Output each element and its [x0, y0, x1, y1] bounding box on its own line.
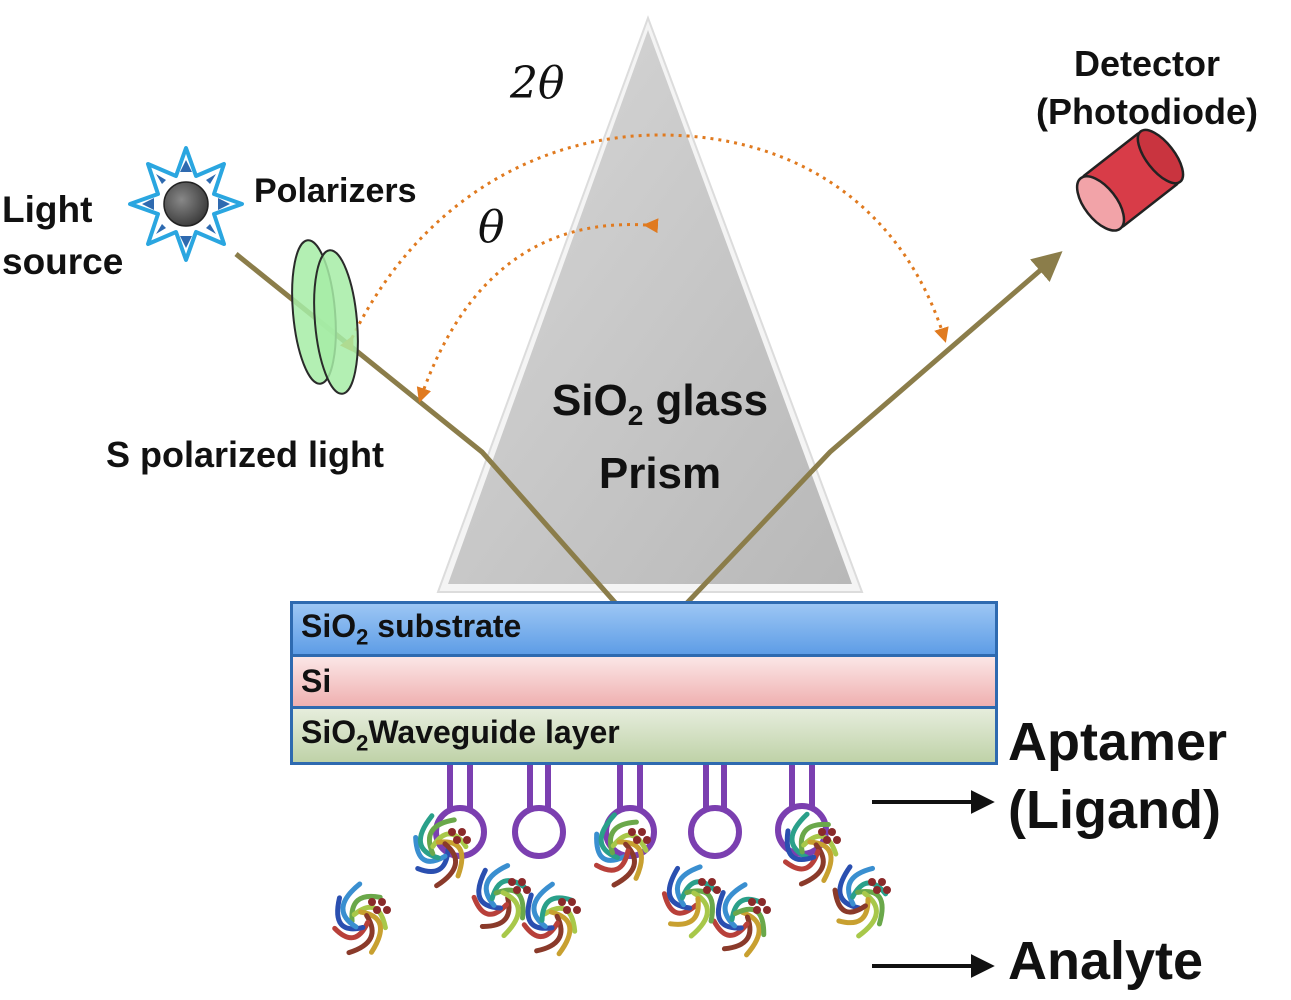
analyte-protein-icon — [471, 863, 531, 939]
analyte-protein-icon — [832, 864, 891, 939]
analyte-protein-icon — [661, 864, 721, 939]
light-source-label: Light source — [2, 189, 124, 282]
analyte-protein-icon — [413, 813, 471, 889]
analyte-protein-icon — [593, 812, 651, 888]
sio2-substrate-layer: SiO2 substrate — [290, 601, 998, 657]
prism — [436, 15, 864, 593]
detector-icon — [1075, 128, 1185, 232]
analyte-protein-icon — [782, 811, 841, 887]
layer-label: Si — [301, 663, 332, 699]
layer-label: SiO2 substrate — [301, 607, 522, 650]
analyte-protein-icon — [332, 881, 391, 956]
prism-label: SiO2 glass Prism — [551, 376, 769, 498]
two-theta-label: 2θ — [510, 58, 565, 109]
layer-label: SiO2Waveguide layer — [301, 714, 620, 756]
angle-arc-theta — [416, 218, 659, 403]
polarizer-icon — [291, 239, 359, 395]
analyte-protein-icon — [332, 811, 891, 958]
s-polarized-light-label: S polarized light — [106, 434, 385, 475]
si-layer: Si — [290, 657, 998, 709]
polarizers-label: Polarizers — [254, 172, 417, 210]
detector-label: Detector (Photodiode) — [1036, 43, 1258, 132]
analyte-protein-icon — [521, 881, 581, 957]
analyte-label: Analyte — [1008, 931, 1204, 991]
aptamer-label: Aptamer (Ligand) — [1008, 712, 1228, 840]
theta-label: θ — [478, 202, 505, 253]
sio2-waveguide-layer: SiO2Waveguide layer — [290, 709, 998, 765]
light-source-icon — [128, 146, 244, 262]
analyte-protein-icon — [711, 882, 771, 958]
